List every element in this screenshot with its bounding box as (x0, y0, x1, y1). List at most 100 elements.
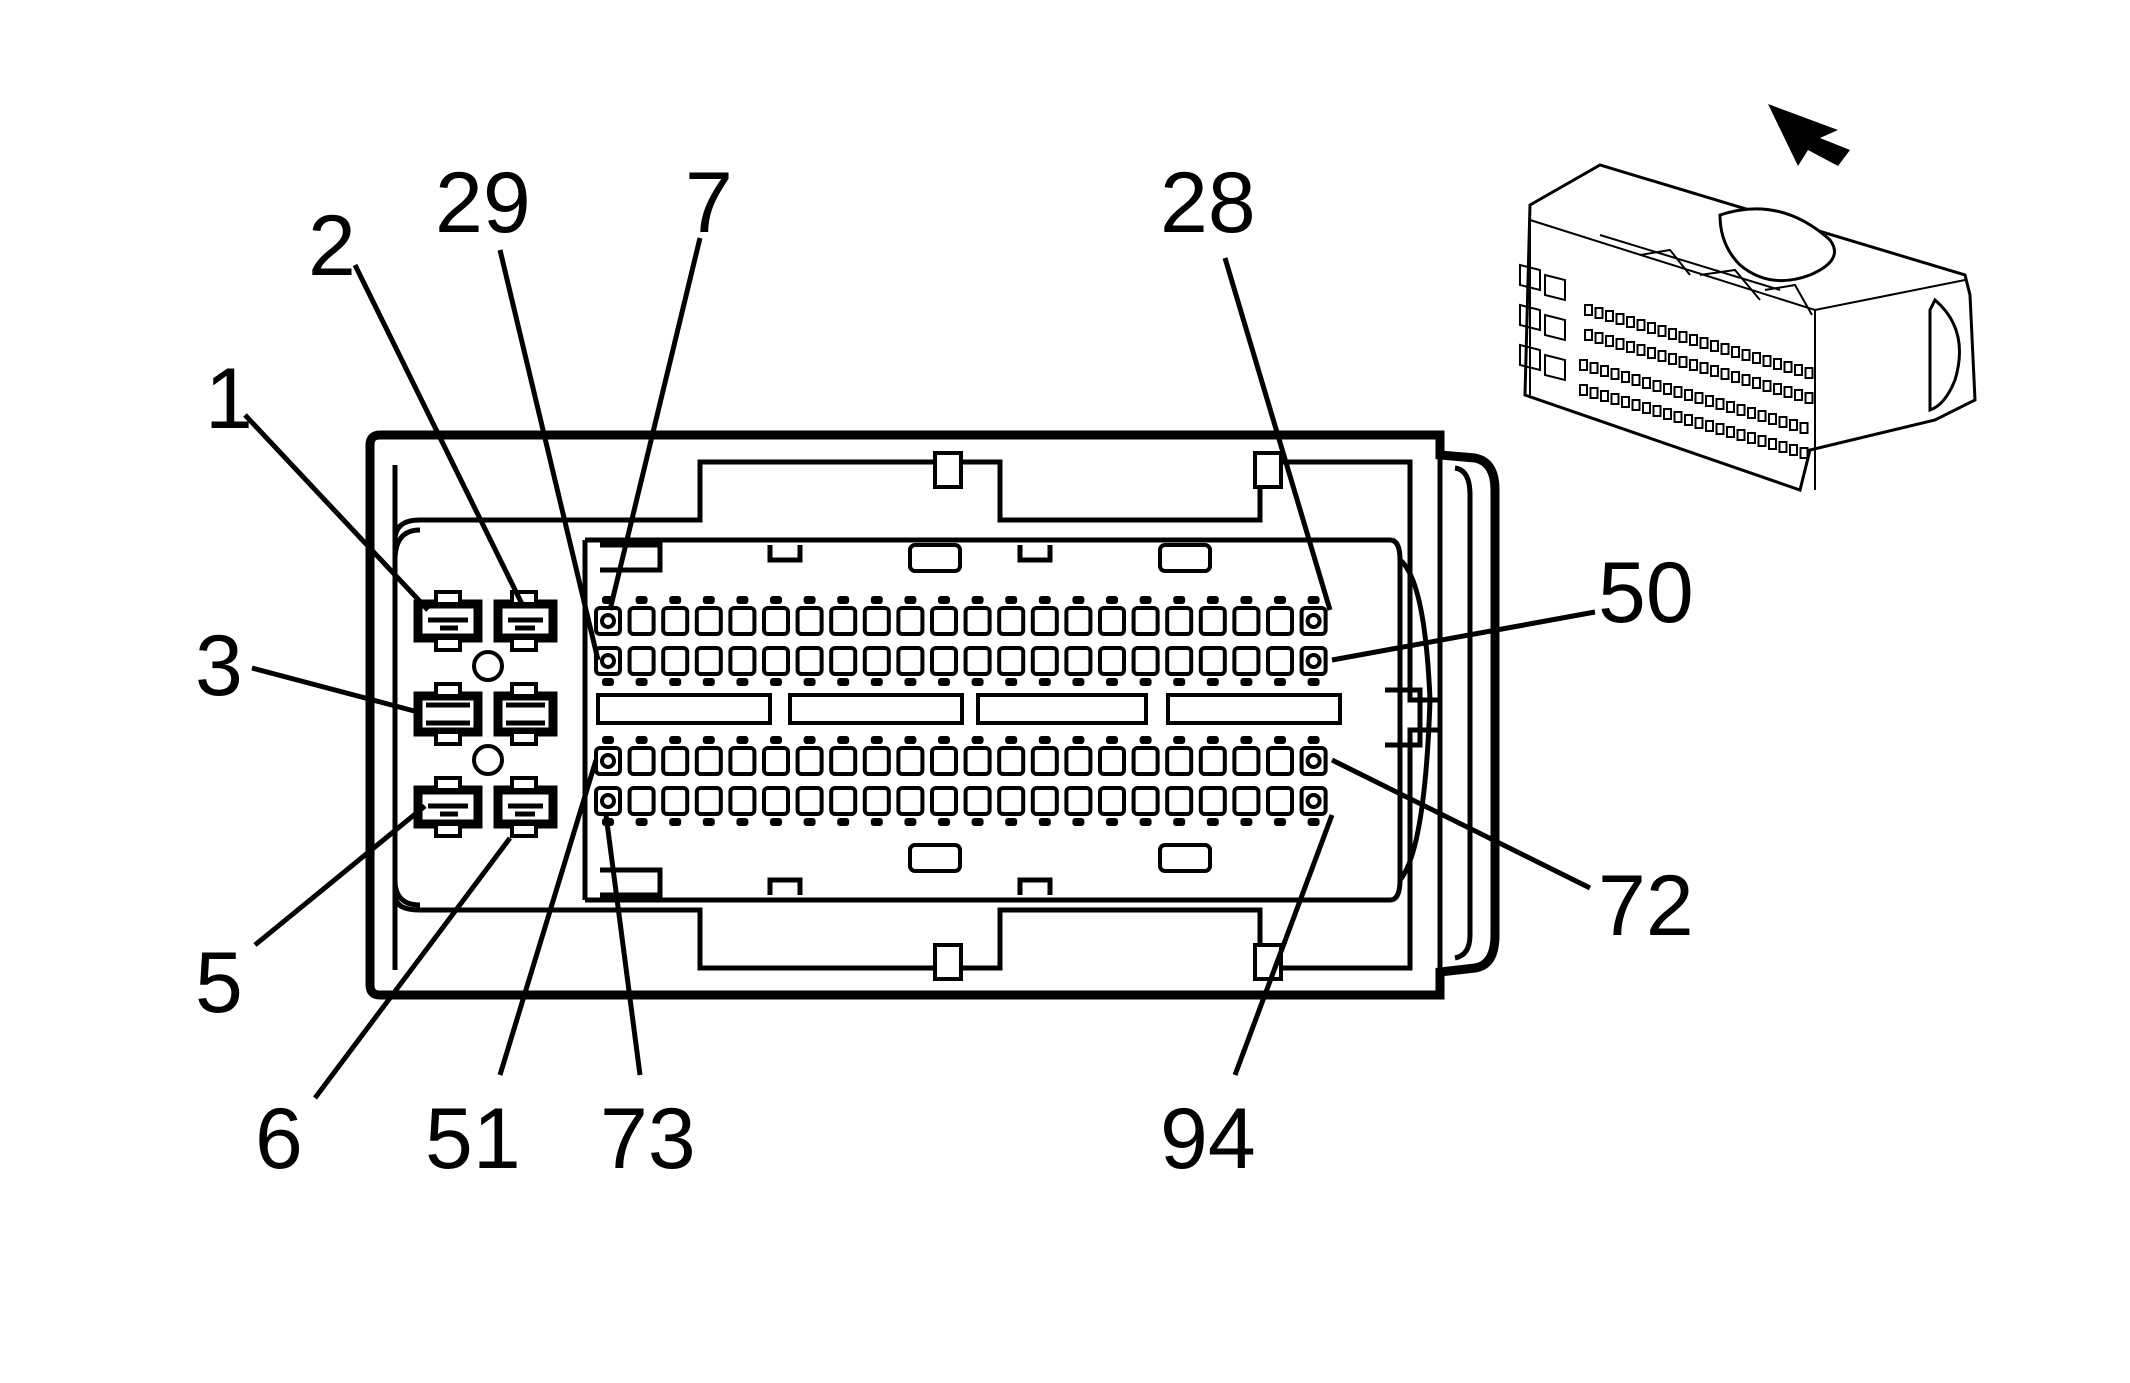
iso-pin-r4-8 (1652, 405, 1662, 417)
pin-row2-12 (963, 646, 992, 676)
power-terminal-3 (413, 682, 483, 746)
iso-pin-r2-18 (1762, 380, 1772, 392)
iso-pin-r4-13 (1705, 420, 1714, 432)
pin-row4-19 (1198, 786, 1227, 816)
pin-latch-row4-19 (1206, 818, 1219, 826)
pin-row1-18 (1165, 606, 1194, 636)
pin-row2-20 (1232, 646, 1261, 676)
connector-housing (365, 430, 1500, 1000)
iso-pin-r2-21 (1794, 389, 1803, 401)
pin-latch-row3-17 (1139, 736, 1152, 744)
pin-latch-row2-2 (635, 678, 648, 686)
pin-latch-row2-10 (904, 678, 917, 686)
pin-marker-row3-1 (600, 753, 616, 769)
pin-latch-row2-21 (1274, 678, 1286, 686)
pin-latch-row4-3 (669, 818, 682, 826)
pin-latch-row3-1 (602, 736, 614, 744)
pin-latch-row3-9 (870, 736, 883, 744)
iso-pin-r4-4 (1610, 393, 1620, 405)
pin-latch-row4-17 (1139, 818, 1152, 826)
pin-row3-13 (997, 746, 1026, 776)
separator-bars (596, 693, 1342, 725)
pin-latch-row1-3 (669, 596, 682, 604)
pin-row1-9 (862, 606, 891, 636)
pin-row4-7 (795, 786, 824, 816)
iso-pin-r4-15 (1726, 426, 1735, 438)
pin-row2-7 (795, 646, 824, 676)
pin-latch-row1-5 (736, 596, 749, 604)
iso-pin-r3-8 (1652, 380, 1662, 392)
pin-latch-row1-11 (938, 596, 950, 604)
pin-marker-row4-1 (600, 793, 616, 809)
iso-pin-r3-18 (1757, 410, 1767, 422)
iso-pin-r2-8 (1657, 350, 1667, 362)
iso-pin-r3-20 (1778, 416, 1788, 428)
pin-latch-row3-5 (736, 736, 749, 744)
pin-latch-row2-7 (803, 678, 816, 686)
iso-pin-r1-19 (1773, 358, 1782, 370)
pin-row3-20 (1232, 746, 1261, 776)
callout-3: 3 (195, 618, 243, 714)
pin-latch-row2-5 (736, 678, 749, 686)
iso-pin-r3-12 (1694, 392, 1704, 404)
pin-latch-row1-12 (971, 596, 984, 604)
iso-pin-r3-1 (1579, 359, 1588, 371)
pin-latch-row4-13 (1005, 818, 1018, 826)
iso-pin-r2-22 (1804, 392, 1814, 404)
pin-row2-18 (1165, 646, 1194, 676)
view-direction-arrow-icon (1768, 104, 1850, 166)
pin-row2-17 (1131, 646, 1160, 676)
iso-pin-r4-14 (1715, 423, 1725, 435)
iso-pin-r1-21 (1794, 364, 1803, 376)
iso-pin-r2-3 (1605, 335, 1614, 347)
pin-row3-4 (694, 746, 723, 776)
pin-row1-15 (1064, 606, 1093, 636)
pin-latch-row1-7 (803, 596, 816, 604)
callout-1: 1 (205, 351, 253, 447)
iso-pin-r3-19 (1768, 413, 1777, 425)
pin-row3-10 (896, 746, 925, 776)
iso-pin-r2-9 (1668, 353, 1677, 365)
iso-pin-r2-14 (1720, 368, 1730, 380)
iso-pin-r3-21 (1789, 419, 1798, 431)
pin-latch-row2-9 (870, 678, 883, 686)
pin-latch-row4-14 (1038, 818, 1051, 826)
pin-latch-row4-22 (1307, 818, 1320, 826)
pin-row2-16 (1098, 646, 1126, 676)
pin-row3-9 (862, 746, 891, 776)
iso-pin-r1-22 (1804, 367, 1814, 379)
iso-pin-r1-2 (1594, 307, 1604, 319)
pin-marker-row4-22 (1305, 793, 1322, 809)
pin-latch-row3-19 (1206, 736, 1219, 744)
pin-marker-row1-1 (600, 613, 616, 629)
callout-2: 2 (308, 198, 356, 294)
pin-row1-5 (728, 606, 757, 636)
pin-row1-19 (1198, 606, 1227, 636)
pin-latch-row3-6 (770, 736, 782, 744)
iso-pin-r1-3 (1605, 310, 1614, 322)
pin-row1-11 (930, 606, 958, 636)
pin-row4-4 (694, 786, 723, 816)
pin-latch-row2-13 (1005, 678, 1018, 686)
pin-latch-row2-6 (770, 678, 782, 686)
iso-pin-r4-21 (1789, 444, 1798, 456)
iso-pin-r4-3 (1600, 390, 1609, 402)
pin-row4-15 (1064, 786, 1093, 816)
pin-latch-row4-10 (904, 818, 917, 826)
pin-row3-15 (1064, 746, 1093, 776)
pin-row4-6 (762, 786, 790, 816)
pin-row1-2 (627, 606, 656, 636)
power-terminal-4 (493, 682, 558, 746)
iso-pin-r4-17 (1747, 432, 1756, 444)
iso-pin-r2-7 (1647, 347, 1656, 359)
iso-pin-r2-15 (1731, 371, 1740, 383)
iso-pin-r4-18 (1757, 435, 1767, 447)
power-terminal-1 (413, 590, 483, 652)
iso-pin-r3-6 (1631, 374, 1641, 386)
pin-latch-row4-15 (1072, 818, 1085, 826)
iso-pin-r3-9 (1663, 383, 1672, 395)
iso-pin-r2-17 (1752, 377, 1761, 389)
pin-latch-row4-5 (736, 818, 749, 826)
pin-latch-row1-4 (702, 596, 715, 604)
